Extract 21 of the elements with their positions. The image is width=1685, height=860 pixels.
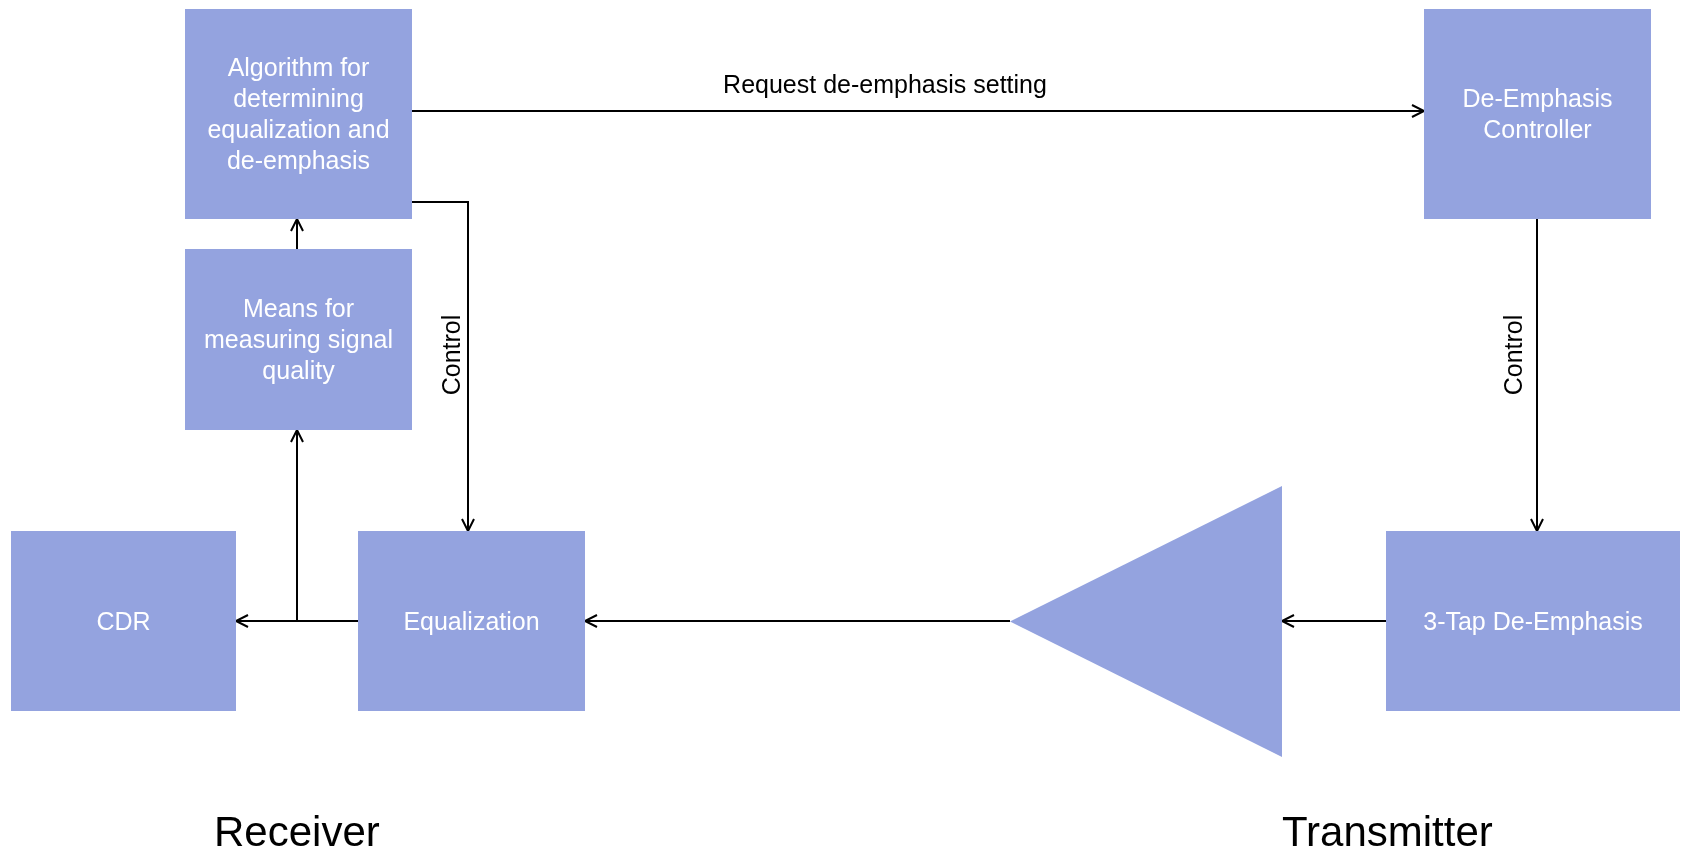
process-box <box>185 9 412 219</box>
box-label: CDR <box>96 605 151 637</box>
arrow <box>411 201 475 532</box>
section-label: Transmitter <box>1282 808 1493 856</box>
arrow <box>290 218 304 250</box>
process-box <box>11 531 236 711</box>
box-label: Algorithm for determining equalization and de-emphasis <box>206 52 391 176</box>
box-label: De-Emphasis Controller <box>1461 83 1614 145</box>
process-box <box>358 531 585 711</box>
box-label: Means for measuring signal quality <box>203 293 394 386</box>
process-box <box>1386 531 1680 711</box>
box-label: Equalization <box>403 605 540 637</box>
arrow <box>584 614 1011 628</box>
arrow <box>290 429 359 622</box>
arrow <box>1281 614 1387 628</box>
box-label: 3-Tap De-Emphasis <box>1423 605 1643 637</box>
process-box <box>185 249 412 430</box>
arrow <box>1530 218 1544 532</box>
process-box <box>1424 9 1651 219</box>
arrow <box>411 104 1425 118</box>
section-label: Receiver <box>214 808 380 856</box>
